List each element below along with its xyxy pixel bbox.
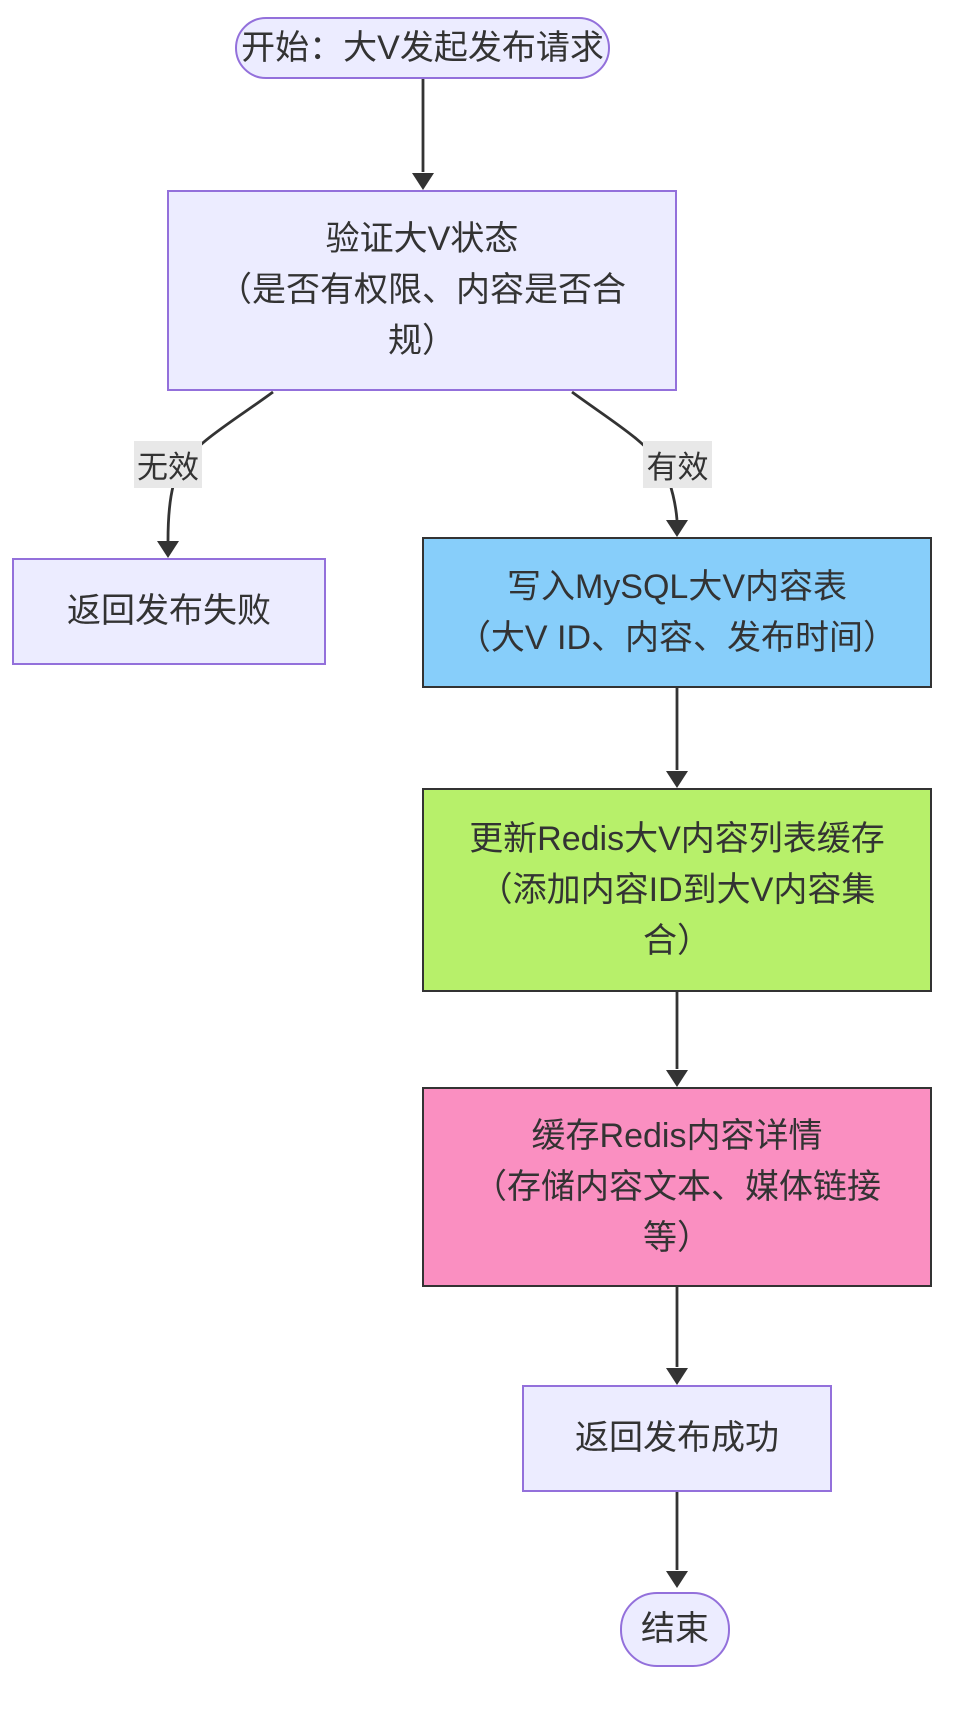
node-publish-fail-label: 返回发布失败 (67, 592, 271, 630)
node-cache-redis-detail-line: 等） (643, 1218, 711, 1257)
node-validate-status-line: （是否有权限、内容是否合 (218, 271, 626, 309)
node-publish-success-label: 返回发布成功 (575, 1419, 779, 1457)
node-validate-status-line: 规） (388, 322, 456, 360)
node-write-mysql: 写入MySQL大V内容表 （大V ID、内容、发布时间） (422, 537, 932, 688)
arrowhead-down-icon (666, 1368, 688, 1385)
node-publish-success: 返回发布成功 (522, 1385, 832, 1492)
node-start: 开始：大V发起发布请求 (235, 17, 610, 79)
arrowhead-down-icon (666, 520, 688, 537)
node-validate-status: 验证大V状态 （是否有权限、内容是否合 规） (167, 190, 677, 391)
arrowhead-down-icon (412, 173, 434, 190)
node-update-redis-list-line: 合） (643, 921, 711, 960)
edge-label-valid: 有效 (643, 441, 712, 488)
arrowhead-down-icon (666, 1571, 688, 1588)
node-end: 结束 (620, 1592, 730, 1667)
node-write-mysql-line: 写入MySQL大V内容表 (506, 567, 848, 606)
node-write-mysql-line: （大V ID、内容、发布时间） (456, 618, 898, 657)
edge-label-invalid: 无效 (134, 441, 202, 488)
node-update-redis-list-line: 更新Redis大V内容列表缓存 (469, 819, 885, 858)
node-cache-redis-detail-line: 缓存Redis内容详情 (531, 1116, 823, 1155)
node-start-label: 开始：大V发起发布请求 (241, 28, 604, 67)
node-update-redis-list: 更新Redis大V内容列表缓存 （添加内容ID到大V内容集 合） (422, 788, 932, 992)
node-cache-redis-detail-line: （存储内容文本、媒体链接 (473, 1167, 881, 1206)
node-update-redis-list-line: （添加内容ID到大V内容集 (478, 870, 876, 909)
node-end-label: 结束 (641, 1610, 709, 1648)
arrowhead-down-icon (666, 1070, 688, 1087)
node-validate-status-line: 验证大V状态 (325, 220, 519, 258)
node-cache-redis-detail: 缓存Redis内容详情 （存储内容文本、媒体链接 等） (422, 1087, 932, 1287)
arrowhead-down-icon (157, 541, 179, 558)
node-publish-fail: 返回发布失败 (12, 558, 326, 665)
arrowhead-down-icon (666, 771, 688, 788)
